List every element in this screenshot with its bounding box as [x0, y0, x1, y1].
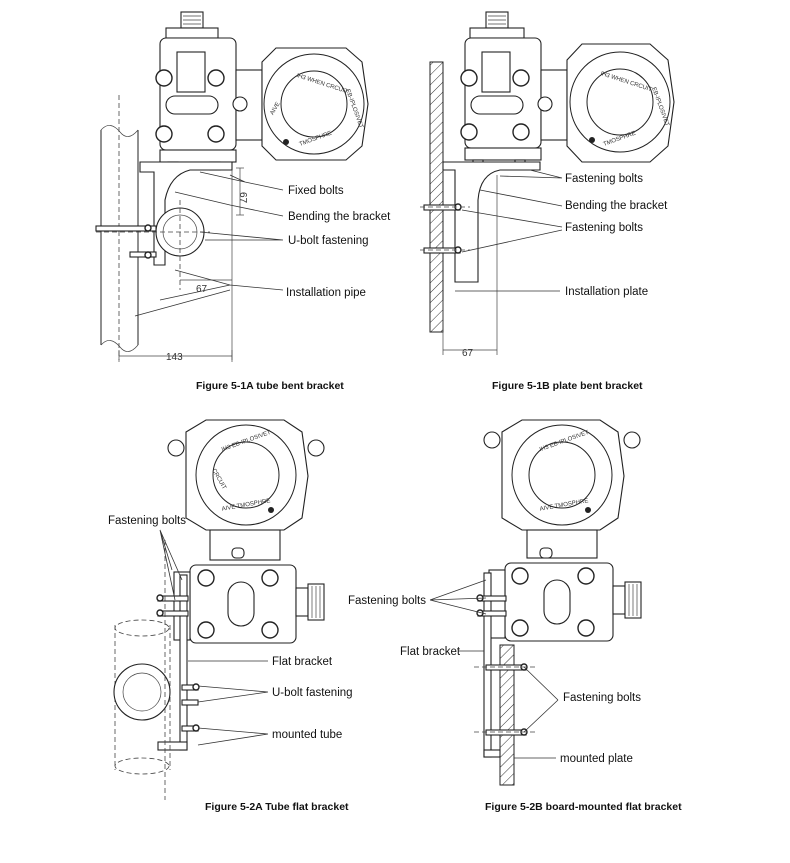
label-mounted-tube: mounted tube: [272, 729, 342, 741]
installation-plate: [429, 61, 444, 333]
label-flat-bracket: Flat bracket: [400, 646, 461, 658]
caption-5-1b: Figure 5-1B plate bent bracket: [492, 380, 643, 392]
connector-base: [165, 27, 219, 39]
tube-section: [113, 663, 171, 721]
display-window: [280, 70, 348, 138]
electronics-housing: [501, 419, 625, 531]
label-fastening-bolts: Fastening bolts: [565, 222, 643, 234]
figure-5-1a: IH3 WHEN CRCUIT AIVE EB-IPLOSIVET TMOSPH…: [95, 11, 391, 392]
ground-screw-icon: [283, 139, 289, 145]
bent-bracket: [442, 161, 541, 283]
window-slot: [165, 95, 219, 115]
label-fastening-bolts: Fastening bolts: [108, 515, 186, 527]
body-bolt-icon: [155, 125, 173, 143]
label-fastening-bolts: Fastening bolts: [563, 692, 641, 704]
dim-67: 67: [462, 348, 474, 359]
display-window: [528, 441, 596, 509]
housing-neck: [526, 529, 598, 559]
dim-vertical-67: 67: [237, 192, 248, 204]
electronics-housing: [566, 43, 675, 163]
figure-5-2a: IH3 EB-IPLOSIVET CRCUIT AIVE TMOSPHRE: [108, 419, 353, 813]
label-bending-bracket: Bending the bracket: [565, 200, 668, 212]
label-installation-plate: Installation plate: [565, 286, 648, 298]
display-window: [586, 68, 654, 136]
dim-143: 143: [166, 352, 183, 363]
body-bolt-icon: [207, 69, 225, 87]
caption-5-2b: Figure 5-2B board-mounted flat bracket: [485, 801, 682, 813]
figure-5-2b: IH3 EB-IPLOSIVET AIVE TMOSPHRE Fastening…: [348, 419, 682, 813]
label-u-bolt-fastening: U-bolt fastening: [272, 687, 353, 699]
figure-5-1b: IH3 WHEN CRCUIT EB-IPLOSIVET TMOSPHRE 67…: [420, 11, 675, 392]
label-installation-pipe: Installation pipe: [286, 287, 366, 299]
body-bolt-icon: [155, 69, 173, 87]
mounted-plate: [499, 644, 515, 786]
dim-horizontal-67: 67: [196, 284, 208, 295]
housing-neck: [209, 529, 281, 561]
caption-5-1a: Figure 5-1A tube bent bracket: [196, 380, 344, 392]
label-fastening-bolts-top: Fastening bolts: [348, 595, 426, 607]
electronics-housing: [185, 419, 309, 531]
bottom-flange: [159, 149, 237, 163]
label-fixed-bolts: Fixed bolts: [288, 185, 344, 197]
label-mounted-plate: mounted plate: [560, 753, 633, 765]
label-fastening-bolts-top: Fastening bolts: [565, 173, 643, 185]
label-flat-bracket: Flat bracket: [272, 656, 333, 668]
display-window: [212, 441, 280, 509]
center-column: [176, 51, 206, 93]
neck-screw-icon: [232, 96, 248, 112]
caption-5-2a: Figure 5-2A Tube flat bracket: [205, 801, 349, 813]
electronics-housing: [261, 47, 369, 161]
label-u-bolt-fastening: U-bolt fastening: [288, 235, 369, 247]
body-bolt-icon: [207, 125, 225, 143]
label-bending-bracket: Bending the bracket: [288, 211, 391, 223]
u-bolt: [95, 225, 157, 232]
